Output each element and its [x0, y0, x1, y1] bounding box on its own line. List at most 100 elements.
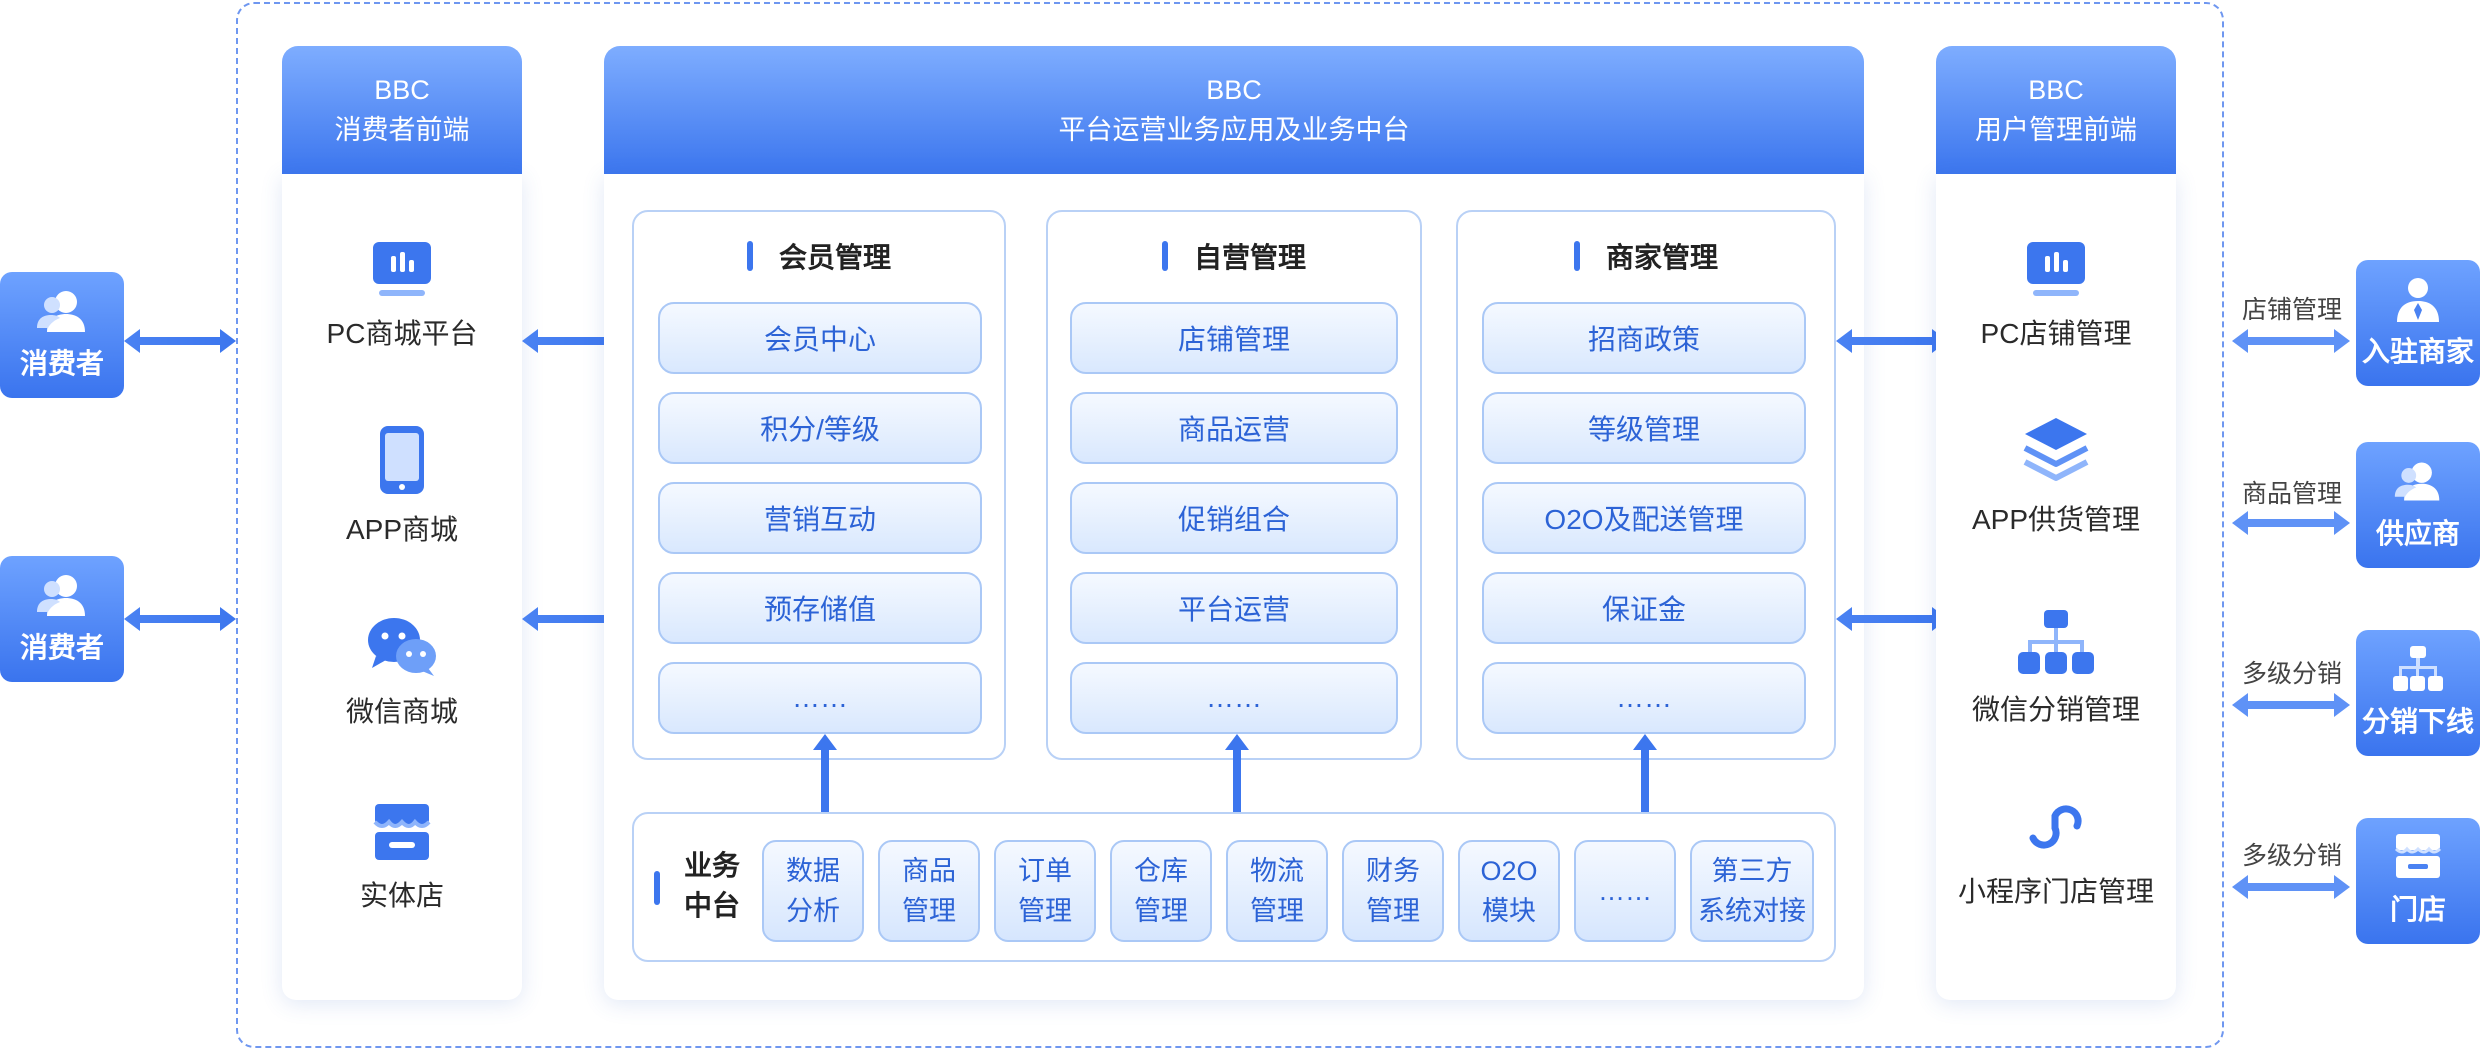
- middle-item-warehouse-management: 仓库管理: [1110, 840, 1212, 942]
- wechat-mall: 微信商城: [282, 616, 522, 730]
- middle-item-third-party-integration: 第三方系统对接: [1690, 840, 1814, 942]
- side-item-label: PC店铺管理: [1980, 318, 2132, 349]
- role-label: 入驻商家: [2361, 336, 2474, 367]
- mini-program-icon: [2029, 805, 2082, 849]
- side-item-label: 实体店: [359, 880, 444, 911]
- app-supply-management: APP供货管理: [1936, 416, 2176, 538]
- double-arrow: [522, 329, 632, 353]
- vertical-double-arrow: [1225, 734, 1249, 842]
- left-column-header: BBC 消费者前端: [282, 46, 522, 174]
- middle-item-order-management: 订单管理: [994, 840, 1096, 942]
- module-title: 会员管理: [632, 236, 1006, 276]
- left-column-panel: [282, 174, 522, 1000]
- monitor-icon: [373, 242, 431, 296]
- role-merchant: 入驻商家: [2356, 260, 2480, 386]
- middle-platform-title: 业务 中台: [684, 850, 741, 921]
- module-item: 店铺管理: [1070, 302, 1398, 374]
- middle-item-product-management: 商品管理: [878, 840, 980, 942]
- title-accent-bar: [1161, 241, 1168, 271]
- app-mall: APP商城: [282, 424, 522, 548]
- double-arrow: [522, 607, 632, 631]
- double-arrow: [2232, 693, 2350, 717]
- role-supplier: 供应商: [2356, 442, 2480, 568]
- role-label: 供应商: [2375, 518, 2460, 549]
- module-item: 营销互动: [658, 482, 982, 554]
- right-column-header: BBC 用户管理前端: [1936, 46, 2176, 174]
- double-arrow: [124, 329, 236, 353]
- center-header-line1: BBC: [1206, 75, 1262, 105]
- module-item: 预存储值: [658, 572, 982, 644]
- layers-icon: [2023, 418, 2089, 481]
- double-arrow: [1836, 607, 1948, 631]
- pc-store-management: PC店铺管理: [1936, 238, 2176, 352]
- double-arrow: [2232, 875, 2350, 899]
- module-item: 商品运营: [1070, 392, 1398, 464]
- wechat-distribution-management: 微信分销管理: [1936, 608, 2176, 728]
- right-column-panel: [1936, 174, 2176, 1000]
- side-item-label: APP商城: [345, 514, 459, 545]
- role-label: 分销下线: [2361, 706, 2474, 737]
- mini-program-store-management: 小程序门店管理: [1936, 796, 2176, 910]
- side-item-label: APP供货管理: [1971, 504, 2141, 535]
- merchant-icon: [2397, 278, 2439, 322]
- side-item-label: 微信分销管理: [1971, 694, 2140, 725]
- title-accent-bar: [654, 871, 660, 905]
- double-arrow: [2232, 329, 2350, 353]
- role-distributor: 分销下线: [2356, 630, 2480, 756]
- consumer-label: 消费者: [19, 348, 104, 379]
- module-item: 等级管理: [1482, 392, 1806, 464]
- link-label: 多级分销: [2241, 660, 2342, 688]
- left-header-line1: BBC: [374, 75, 430, 105]
- module-item: O2O及配送管理: [1482, 482, 1806, 554]
- store-icon: [373, 804, 431, 860]
- role-store: 门店: [2356, 818, 2480, 944]
- user-icon: [37, 291, 85, 332]
- double-arrow: [2232, 511, 2350, 535]
- store-icon: [2394, 834, 2442, 878]
- org-chart-icon: [2393, 646, 2443, 691]
- double-arrow: [124, 607, 236, 631]
- consumer-label: 消费者: [19, 632, 104, 663]
- side-item-label: 微信商城: [345, 696, 458, 727]
- right-header-line2: 用户管理前端: [1975, 115, 2137, 145]
- module-item: ……: [658, 662, 982, 734]
- phone-icon: [380, 426, 424, 494]
- double-arrow: [1836, 329, 1948, 353]
- role-label: 门店: [2389, 894, 2446, 925]
- middle-item-more: ……: [1574, 840, 1676, 942]
- link-label: 店铺管理: [2241, 296, 2342, 324]
- link-label: 商品管理: [2241, 480, 2342, 508]
- physical-store: 实体店: [282, 802, 522, 914]
- monitor-icon: [2027, 242, 2085, 296]
- module-item: 积分/等级: [658, 392, 982, 464]
- center-header-line2: 平台运营业务应用及业务中台: [1058, 115, 1410, 145]
- user-icon: [37, 575, 85, 616]
- right-header-line1: BBC: [2028, 75, 2084, 105]
- module-item: 保证金: [1482, 572, 1806, 644]
- module-item: 促销组合: [1070, 482, 1398, 554]
- module-title: 自营管理: [1046, 236, 1422, 276]
- side-item-label: PC商城平台: [326, 318, 478, 349]
- user-icon: [2394, 462, 2440, 501]
- org-chart-icon: [2018, 610, 2094, 674]
- module-item: 会员中心: [658, 302, 982, 374]
- vertical-double-arrow: [1633, 734, 1657, 842]
- left-header-line2: 消费者前端: [334, 115, 470, 145]
- title-accent-bar: [746, 241, 753, 271]
- middle-item-finance-management: 财务管理: [1342, 840, 1444, 942]
- module-item: ……: [1070, 662, 1398, 734]
- diagram-frame: [236, 2, 2224, 1048]
- module-item: ……: [1482, 662, 1806, 734]
- pc-mall-platform: PC商城平台: [282, 238, 522, 352]
- center-header: BBC 平台运营业务应用及业务中台: [604, 46, 1864, 174]
- module-title: 商家管理: [1456, 236, 1836, 276]
- link-label: 多级分销: [2241, 842, 2342, 870]
- vertical-double-arrow: [813, 734, 837, 842]
- consumer-node: 消费者: [0, 556, 124, 682]
- module-item: 招商政策: [1482, 302, 1806, 374]
- wechat-icon: [368, 618, 436, 676]
- module-item: 平台运营: [1070, 572, 1398, 644]
- middle-item-logistics-management: 物流管理: [1226, 840, 1328, 942]
- title-accent-bar: [1573, 241, 1580, 271]
